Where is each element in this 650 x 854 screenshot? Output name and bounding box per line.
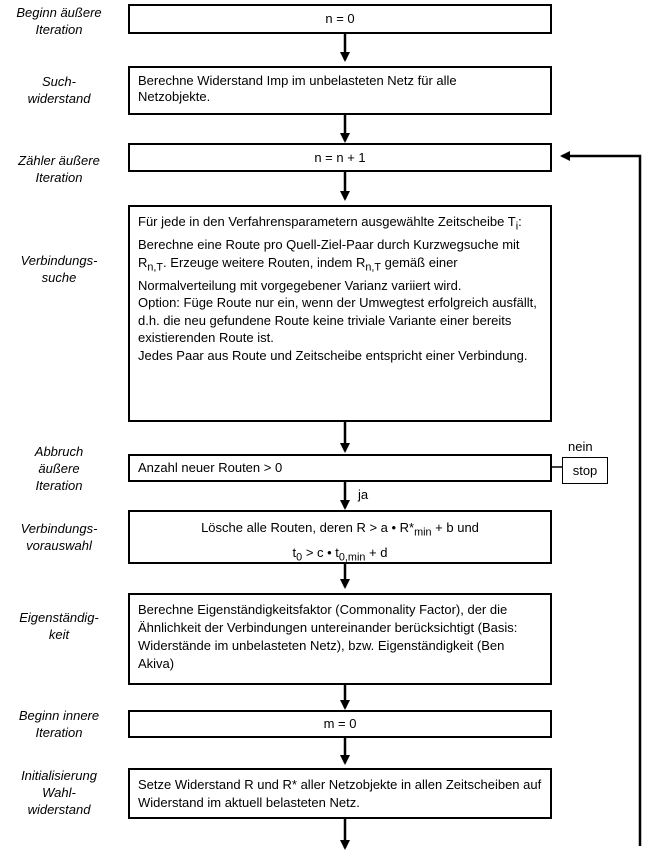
independence-text: Berechne Eigenständigkeitsfaktor (Common… xyxy=(138,602,518,671)
box-n-increment-text: n = n + 1 xyxy=(314,149,366,165)
stop-box: stop xyxy=(562,457,608,484)
box-init-resistance: Setze Widerstand R und R* aller Netzobje… xyxy=(128,768,552,819)
search-paragraph-1: Für jede in den Verfahrensparametern aus… xyxy=(138,214,522,233)
abort-condition-text: Anzahl neuer Routen > 0 xyxy=(138,460,283,475)
box-preselection: Lösche alle Routen, deren R > a • R*min … xyxy=(128,510,552,564)
search-paragraph-2: Berechne eine Route pro Quell-Ziel-Paar … xyxy=(138,237,520,293)
label-search-resistance: Such- widerstand xyxy=(27,74,91,106)
search-paragraph-3: Option: Füge Route nur ein, wenn der Umw… xyxy=(138,295,537,346)
box-independence: Berechne Eigenständigkeitsfaktor (Common… xyxy=(128,593,552,685)
branch-yes-label: ja xyxy=(358,487,369,502)
box-n-zero: n = 0 xyxy=(128,4,552,34)
label-connection-search: Verbindungs- suche xyxy=(20,253,98,285)
box-search-resistance: Berechne Widerstand Imp im unbelasteten … xyxy=(128,66,552,115)
imp-line-1: Berechne Widerstand Imp im unbelasteten … xyxy=(138,73,457,88)
label-init-resistance: Initialisierung Wahl- widerstand xyxy=(21,768,97,817)
imp-line-2: Netzobjekte. xyxy=(138,89,211,104)
box-connection-search: Für jede in den Verfahrensparametern aus… xyxy=(128,205,552,422)
search-paragraph-4: Jedes Paar aus Route und Zeitscheibe ent… xyxy=(138,347,528,363)
label-outer-begin: Beginn äußere Iteration xyxy=(16,5,102,37)
label-outer-abort: Abbruch äußere Iteration xyxy=(34,444,84,493)
label-outer-counter: Zähler äußere Iteration xyxy=(18,153,100,185)
label-preselection: Verbindungs- vorauswahl xyxy=(20,521,98,553)
box-m-zero-text: m = 0 xyxy=(323,716,357,731)
preselection-line-2: t0 > c • t0,min + d xyxy=(292,544,388,564)
branch-no-label: nein xyxy=(568,439,593,454)
loop-back-line xyxy=(560,151,642,846)
box-n-zero-text: n = 0 xyxy=(325,11,355,26)
label-inner-begin: Beginn innere Iteration xyxy=(18,708,100,740)
stop-text: stop xyxy=(572,463,598,478)
box-m-zero: m = 0 xyxy=(128,710,552,738)
box-n-increment: n = n + 1 xyxy=(128,143,552,172)
label-independence: Eigenständig- keit xyxy=(19,610,99,642)
preselection-line-1: Lösche alle Routen, deren R > a • R*min … xyxy=(201,520,479,539)
init-resistance-text: Setze Widerstand R und R* aller Netzobje… xyxy=(138,777,542,810)
box-abort-condition: Anzahl neuer Routen > 0 xyxy=(128,454,552,482)
